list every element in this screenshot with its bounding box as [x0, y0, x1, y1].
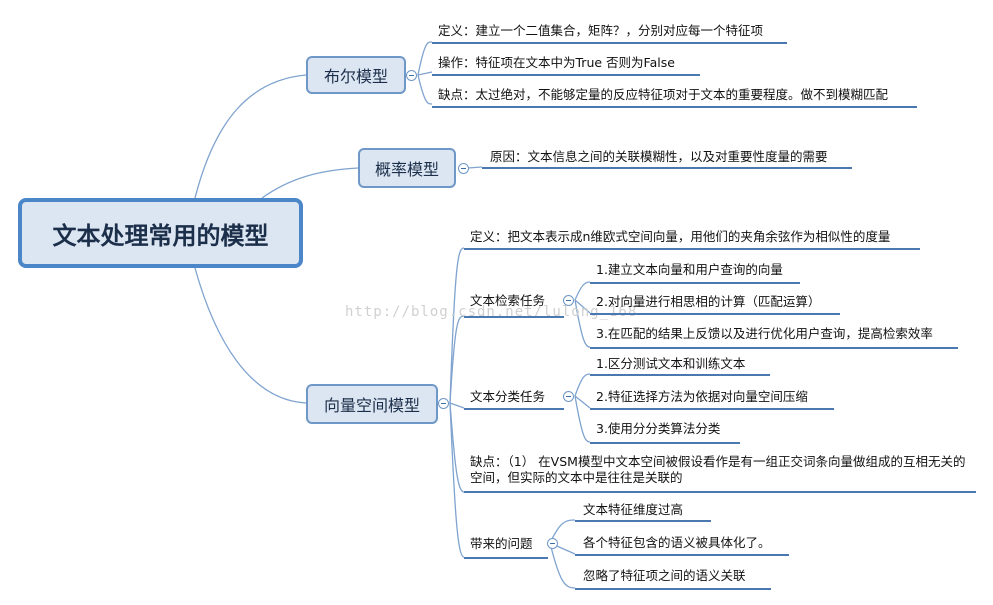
- collapse-icon[interactable]: [458, 163, 469, 174]
- branch-underline: [590, 408, 834, 410]
- classification-step-1[interactable]: 1.区分测试文本和训练文本: [596, 356, 746, 371]
- branch-underline: [464, 316, 564, 318]
- collapse-icon[interactable]: [438, 398, 449, 409]
- branch-underline: [432, 74, 700, 76]
- topic-vector-space-model[interactable]: 向量空间模型: [306, 384, 438, 424]
- branch-underline: [590, 313, 840, 315]
- topic-probability-model[interactable]: 概率模型: [358, 148, 456, 188]
- branch-underline: [590, 282, 800, 284]
- classification-step-3[interactable]: 3.使用分分类算法分类: [596, 421, 721, 436]
- collapse-icon[interactable]: [563, 391, 574, 402]
- problem-2[interactable]: 各个特征包含的语义被具体化了。: [583, 535, 771, 550]
- branch-underline: [590, 347, 958, 349]
- branch-underline: [464, 491, 976, 493]
- branch-underline: [575, 588, 771, 590]
- retrieval-step-1[interactable]: 1.建立文本向量和用户查询的向量: [596, 262, 783, 277]
- branch-underline: [482, 167, 852, 169]
- retrieval-step-2[interactable]: 2.对向量进行相思相的计算（匹配运算）: [596, 294, 821, 309]
- branch-underline: [432, 42, 787, 44]
- branch-underline: [575, 520, 711, 522]
- probability-reason[interactable]: 原因：文本信息之间的关联模糊性，以及对重要性度量的需要: [490, 149, 828, 164]
- boolean-definition[interactable]: 定义：建立一个二值集合，矩阵？，分别对应每一个特征项: [438, 23, 764, 38]
- collapse-icon[interactable]: [406, 70, 417, 81]
- branch-underline: [464, 408, 564, 410]
- root-topic[interactable]: 文本处理常用的模型: [18, 198, 303, 268]
- collapse-icon[interactable]: [563, 295, 574, 306]
- topic-boolean-model[interactable]: 布尔模型: [306, 56, 406, 94]
- boolean-drawback[interactable]: 缺点：太过绝对，不能够定量的反应特征项对于文本的重要程度。做不到模糊匹配: [438, 87, 889, 102]
- problem-3[interactable]: 忽略了特征项之间的语义关联: [583, 568, 746, 583]
- branch-underline: [590, 374, 770, 376]
- resulting-problems[interactable]: 带来的问题: [470, 536, 533, 551]
- vector-definition[interactable]: 定义：把文本表示成n维欧式空间向量，用他们的夹角余弦作为相似性的度量: [470, 229, 891, 244]
- branch-underline: [464, 248, 920, 250]
- classification-task[interactable]: 文本分类任务: [470, 389, 546, 404]
- branch-underline: [432, 106, 917, 108]
- retrieval-step-3[interactable]: 3.在匹配的结果上反馈以及进行优化用户查询，提高检索效率: [596, 326, 933, 341]
- classification-step-2[interactable]: 2.特征选择方法为依据对向量空间压缩: [596, 389, 808, 404]
- vector-drawback[interactable]: 缺点：（1） 在VSM模型中文本空间被假设看作是有一组正交词条向量做组成的互相无…: [470, 454, 966, 485]
- collapse-icon[interactable]: [547, 538, 558, 549]
- branch-underline: [464, 557, 548, 559]
- branch-underline: [575, 554, 789, 556]
- branch-underline: [590, 442, 740, 444]
- boolean-operation[interactable]: 操作：特征项在文本中为True 否则为False: [438, 55, 675, 70]
- retrieval-task[interactable]: 文本检索任务: [470, 293, 546, 308]
- problem-1[interactable]: 文本特征维度过高: [583, 502, 684, 517]
